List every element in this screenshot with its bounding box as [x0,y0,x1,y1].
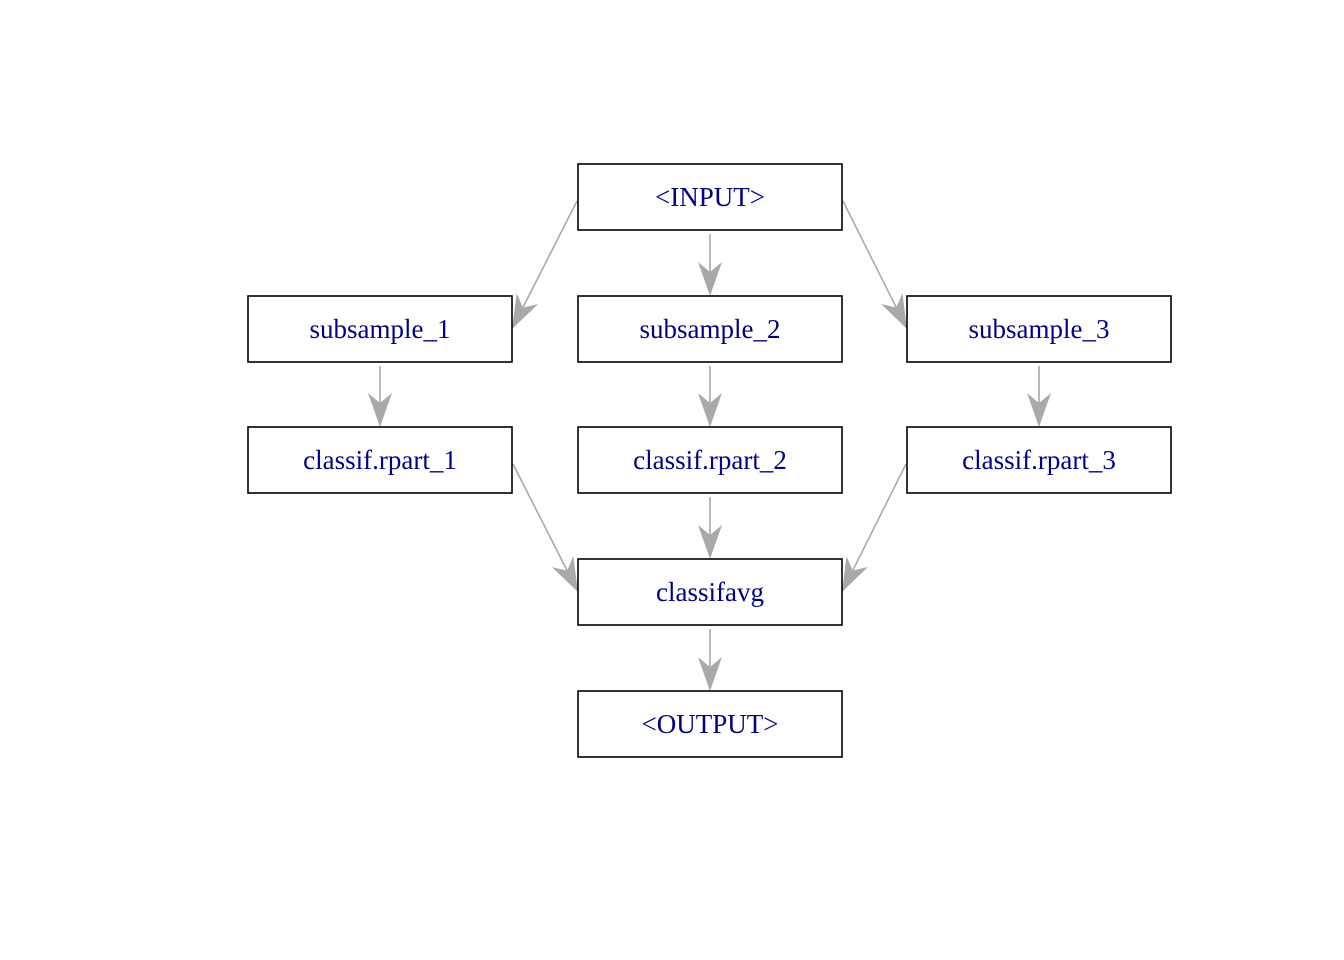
node-box [906,426,1172,494]
arrowhead-icon [698,657,722,691]
node-box [577,295,843,363]
node-input: <INPUT> [577,163,843,231]
arrowhead-icon [698,262,722,296]
node-output: <OUTPUT> [577,690,843,758]
nodes-layer: <INPUT> subsample_1 subsample_2 subsample_3… [247,163,1172,758]
node-label: classif.rpart_1 [303,445,457,475]
edge-line [842,200,906,324]
node-box [247,295,513,363]
arrowhead-icon [698,525,722,559]
arrowhead-icon [368,393,392,427]
arrowhead-icon [551,556,578,592]
node-label: subsample_1 [310,314,451,344]
edge-subsample-2-to-rpart-2 [698,366,722,427]
arrowhead-icon [881,293,907,329]
edge-input-to-subsample-1 [512,200,578,329]
edge-line [843,463,907,587]
node-subsample-1: subsample_1 [247,295,513,363]
node-classifavg: classifavg [577,558,843,626]
node-box [906,295,1172,363]
edge-input-to-subsample-2 [698,234,722,296]
node-label: subsample_2 [640,314,781,344]
node-box [577,690,843,758]
edge-input-to-subsample-3 [842,200,907,329]
edge-line [514,200,578,325]
node-label: classif.rpart_3 [962,445,1116,475]
arrowhead-icon [512,293,539,329]
node-label: <INPUT> [655,182,765,212]
node-rpart-3: classif.rpart_3 [906,426,1172,494]
edge-rpart-2-to-classifavg [698,497,722,559]
node-subsample-3: subsample_3 [906,295,1172,363]
node-box [247,426,513,494]
node-box [577,163,843,231]
arrowhead-icon [842,556,868,592]
node-label: subsample_3 [969,314,1110,344]
node-subsample-2: subsample_2 [577,295,843,363]
arrowhead-icon [698,393,722,427]
node-rpart-1: classif.rpart_1 [247,426,513,494]
edge-classifavg-to-output [698,629,722,691]
edges-layer [368,200,1051,691]
node-label: <OUTPUT> [642,709,779,739]
node-box [577,426,843,494]
edge-rpart-1-to-classifavg [512,463,578,592]
edge-subsample-1-to-rpart-1 [368,366,392,427]
edge-line [512,463,576,588]
edge-rpart-3-to-classifavg [842,463,907,592]
edge-subsample-3-to-rpart-3 [1027,366,1051,427]
node-rpart-2: classif.rpart_2 [577,426,843,494]
arrowhead-icon [1027,393,1051,427]
node-label: classifavg [656,577,764,607]
node-box [577,558,843,626]
node-label: classif.rpart_2 [633,445,787,475]
